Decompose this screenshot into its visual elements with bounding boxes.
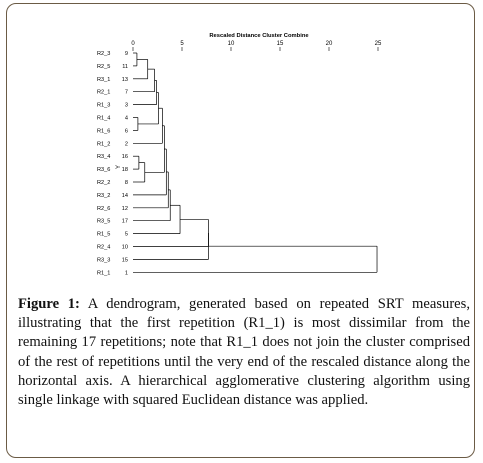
leaf-number-6: 6: [125, 128, 128, 134]
x-tick-label-2: 10: [228, 41, 235, 47]
leaf-label-10: R2_2: [97, 180, 110, 186]
leaf-number-17: 1: [125, 270, 128, 276]
leaf-number-15: 10: [122, 245, 128, 251]
leaf-label-13: R3_5: [97, 219, 110, 225]
leaf-number-4: 3: [125, 103, 128, 109]
leaf-label-4: R1_3: [97, 103, 110, 109]
leaf-number-1: 11: [122, 64, 128, 70]
leaf-label-15: R2_4: [97, 245, 110, 251]
leaf-number-5: 4: [125, 116, 128, 122]
leaf-label-1: R2_5: [97, 64, 110, 70]
y-axis-label: Y: [116, 165, 122, 169]
figure-caption: Figure 1: A dendrogram, generated based …: [18, 295, 470, 410]
leaf-number-8: 16: [122, 154, 128, 160]
x-tick-label-1: 5: [180, 41, 184, 47]
leaf-number-14: 5: [125, 232, 128, 238]
x-tick-label-4: 20: [326, 41, 333, 47]
leaf-number-0: 9: [125, 51, 128, 57]
leaf-label-2: R3_1: [97, 77, 110, 83]
leaf-label-8: R3_4: [97, 154, 110, 160]
dendrogram-chart: Rescaled Distance Cluster Combine Y 0 5 10…: [97, 33, 382, 276]
leaf-label-14: R1_5: [97, 232, 110, 238]
leaf-label-17: R1_1: [97, 270, 110, 276]
caption-text: A dendrogram, generated based on repeate…: [18, 296, 470, 409]
leaf-number-3: 7: [125, 90, 128, 96]
figure-frame: [6, 3, 475, 458]
chart-title: Rescaled Distance Cluster Combine: [209, 33, 309, 39]
leaf-label-9: R3_6: [97, 167, 110, 173]
leaf-label-16: R3_3: [97, 257, 110, 263]
x-tick-label-5: 25: [375, 41, 382, 47]
leaf-label-5: R1_4: [97, 116, 110, 122]
leaf-number-13: 17: [122, 219, 128, 225]
leaf-number-2: 13: [122, 77, 128, 83]
leaf-label-3: R2_1: [97, 90, 110, 96]
leaf-number-12: 12: [122, 206, 128, 212]
leaf-label-11: R3_2: [97, 193, 110, 199]
leaf-number-11: 14: [122, 193, 128, 199]
x-tick-label-3: 15: [277, 41, 284, 47]
leaf-label-6: R1_6: [97, 128, 110, 134]
leaf-number-16: 15: [122, 257, 128, 263]
leaf-number-9: 18: [122, 167, 128, 173]
leaf-label-7: R1_2: [97, 141, 110, 147]
x-tick-label-0: 0: [131, 41, 135, 47]
leaf-label-12: R2_6: [97, 206, 110, 212]
leaf-number-7: 2: [125, 141, 128, 147]
leaf-label-0: R2_3: [97, 51, 110, 57]
caption-label: Figure 1:: [18, 296, 80, 312]
leaf-number-10: 8: [125, 180, 128, 186]
